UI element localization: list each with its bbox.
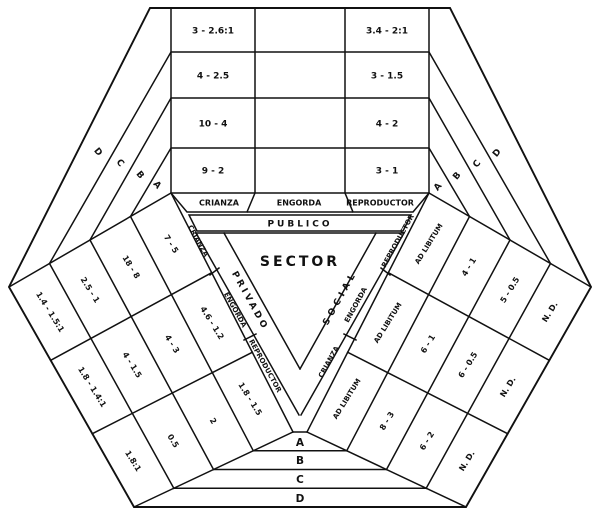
cell-social-reproductor-b: 4 - 1: [460, 256, 478, 278]
cell-social-crianza-c: 6 - 2: [418, 430, 436, 452]
left-phase-reproductor-label: REPRODUCTOR: [247, 338, 283, 394]
cell-privado-crianza-b: 18 - 8: [120, 254, 141, 281]
sector-triangle-inner-edges: [222, 231, 378, 371]
ring-label-topright-a: A: [432, 181, 444, 193]
bottom-ring-strips: [173, 431, 427, 490]
cell-privado-engorda-a: 4.6 - 1.2: [198, 305, 225, 341]
cell-privado-reproductor-c: 0.5: [165, 433, 180, 450]
cell-social-crianza-a: AD LIBITUM: [331, 377, 362, 420]
cell-privado-crianza-c: 2.5 - 1: [79, 275, 102, 304]
cell-privado-reproductor-b: 2: [208, 416, 219, 425]
publico-band-label: PUBLICO: [267, 220, 332, 230]
diagram-linework: [7, 7, 593, 508]
cell-publico-reproductor-d: 3.4 - 2:1: [366, 27, 408, 37]
right-phase-reproductor-label: REPRODUCTOR: [380, 213, 416, 269]
cell-privado-crianza-d: 1.4 - 1.5:1: [34, 290, 66, 334]
cell-privado-engorda-c: 4 - 1.5: [121, 350, 144, 379]
cell-social-reproductor-c: 5 - 0.5: [499, 275, 522, 304]
cell-social-engorda-d: N. D.: [498, 375, 517, 399]
cell-privado-reproductor-d: 1.8:1: [123, 449, 143, 474]
ring-label-bottom-a: A: [296, 437, 305, 449]
ring-label-topright-c: C: [471, 158, 483, 170]
ring-label-topright-d: D: [491, 147, 503, 159]
social-band-label: SOCIAL: [321, 269, 359, 327]
right-fan-grid: [345, 215, 552, 490]
phase-band-separators: [208, 266, 392, 342]
ring-label-topleft-b: B: [134, 169, 146, 181]
left-fan-grid: [48, 215, 255, 490]
cell-privado-crianza-a: 7 - 5: [162, 233, 180, 255]
cell-publico-reproductor-c: 3 - 1.5: [371, 72, 403, 82]
cell-privado-reproductor-a: 1.8 - 1.5: [236, 381, 264, 418]
ring-label-topright-b: B: [451, 170, 463, 182]
cell-social-crianza-d: N. D.: [457, 449, 476, 473]
top-phase-crianza-label: CRIANZA: [199, 199, 240, 208]
ring-label-bottom-c: C: [296, 474, 304, 486]
outer-triangle: [194, 231, 406, 417]
cell-publico-crianza-b: 10 - 4: [199, 120, 228, 130]
left-fan-cells: 7 - 5 18 - 8 2.5 - 1 1.4 - 1.5:1 4.6 - 1…: [34, 233, 264, 473]
left-phase-crianza-label: CRIANZA: [186, 224, 210, 259]
top-right-ring-strips: [427, 50, 552, 265]
ring-label-bottom-d: D: [296, 493, 305, 505]
cell-publico-crianza-c: 4 - 2.5: [197, 72, 229, 82]
ring-label-topleft-d: D: [91, 146, 103, 158]
cell-social-reproductor-d: N. D.: [540, 300, 559, 324]
cell-publico-reproductor-b: 4 - 2: [376, 120, 399, 130]
publico-band: [187, 214, 413, 232]
cell-social-engorda-b: 6 - 1: [419, 333, 437, 355]
cell-social-engorda-a: AD LIBITUM: [372, 301, 403, 344]
sector-title: SECTOR: [260, 254, 340, 270]
cell-publico-crianza-d: 3 - 2.6:1: [192, 27, 234, 37]
fan-inner-boundaries: [169, 191, 431, 434]
cell-social-engorda-c: 6 - 0.5: [457, 350, 480, 379]
top-left-ring-strips: [48, 50, 173, 265]
cell-publico-reproductor-a: 3 - 1: [376, 167, 399, 177]
ring-label-topleft-c: C: [114, 158, 126, 170]
top-fan-grid: [170, 7, 430, 194]
top-phase-engorda-label: ENGORDA: [277, 199, 322, 208]
top-phase-keystone-band: [169, 191, 431, 213]
cell-publico-crianza-a: 9 - 2: [202, 167, 225, 177]
top-phase-reproductor-label: REPRODUCTOR: [346, 199, 414, 208]
ring-label-topleft-a: A: [151, 179, 163, 191]
cell-privado-engorda-d: 1.8 - 1.4:1: [76, 365, 108, 409]
right-phase-crianza-label: CRIANZA: [317, 344, 341, 379]
top-fan-cells: 3 - 2.6:1 4 - 2.5 10 - 4 9 - 2 3.4 - 2:1…: [192, 27, 408, 177]
cell-privado-engorda-b: 4 - 3: [163, 333, 181, 355]
ring-label-bottom-b: B: [296, 455, 304, 467]
cell-social-reproductor-a: AD LIBITUM: [413, 222, 444, 265]
cell-social-crianza-b: 8 - 3: [378, 410, 396, 432]
